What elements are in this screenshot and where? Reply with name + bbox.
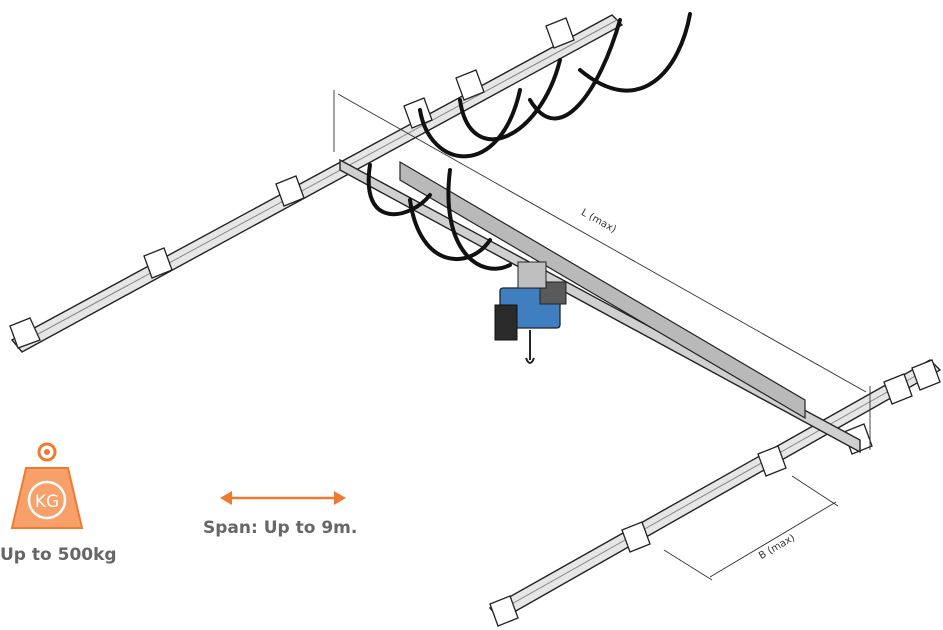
kg-icon-text: KG: [35, 492, 59, 512]
width-dimension: B (max): [663, 475, 839, 581]
right-runway-rail: [488, 359, 942, 627]
bridge-beam: [339, 158, 861, 454]
capacity-label: Up to 500kg: [0, 545, 117, 565]
length-dimension-label: L (max): [579, 207, 618, 235]
left-runway-rail: [9, 14, 624, 353]
festoon-cables: [366, 12, 692, 271]
double-arrow-icon: [220, 491, 346, 505]
span-label: Span: Up to 9m.: [203, 518, 358, 538]
weight-kg-icon: KG: [10, 442, 84, 529]
hoist: [494, 261, 567, 364]
